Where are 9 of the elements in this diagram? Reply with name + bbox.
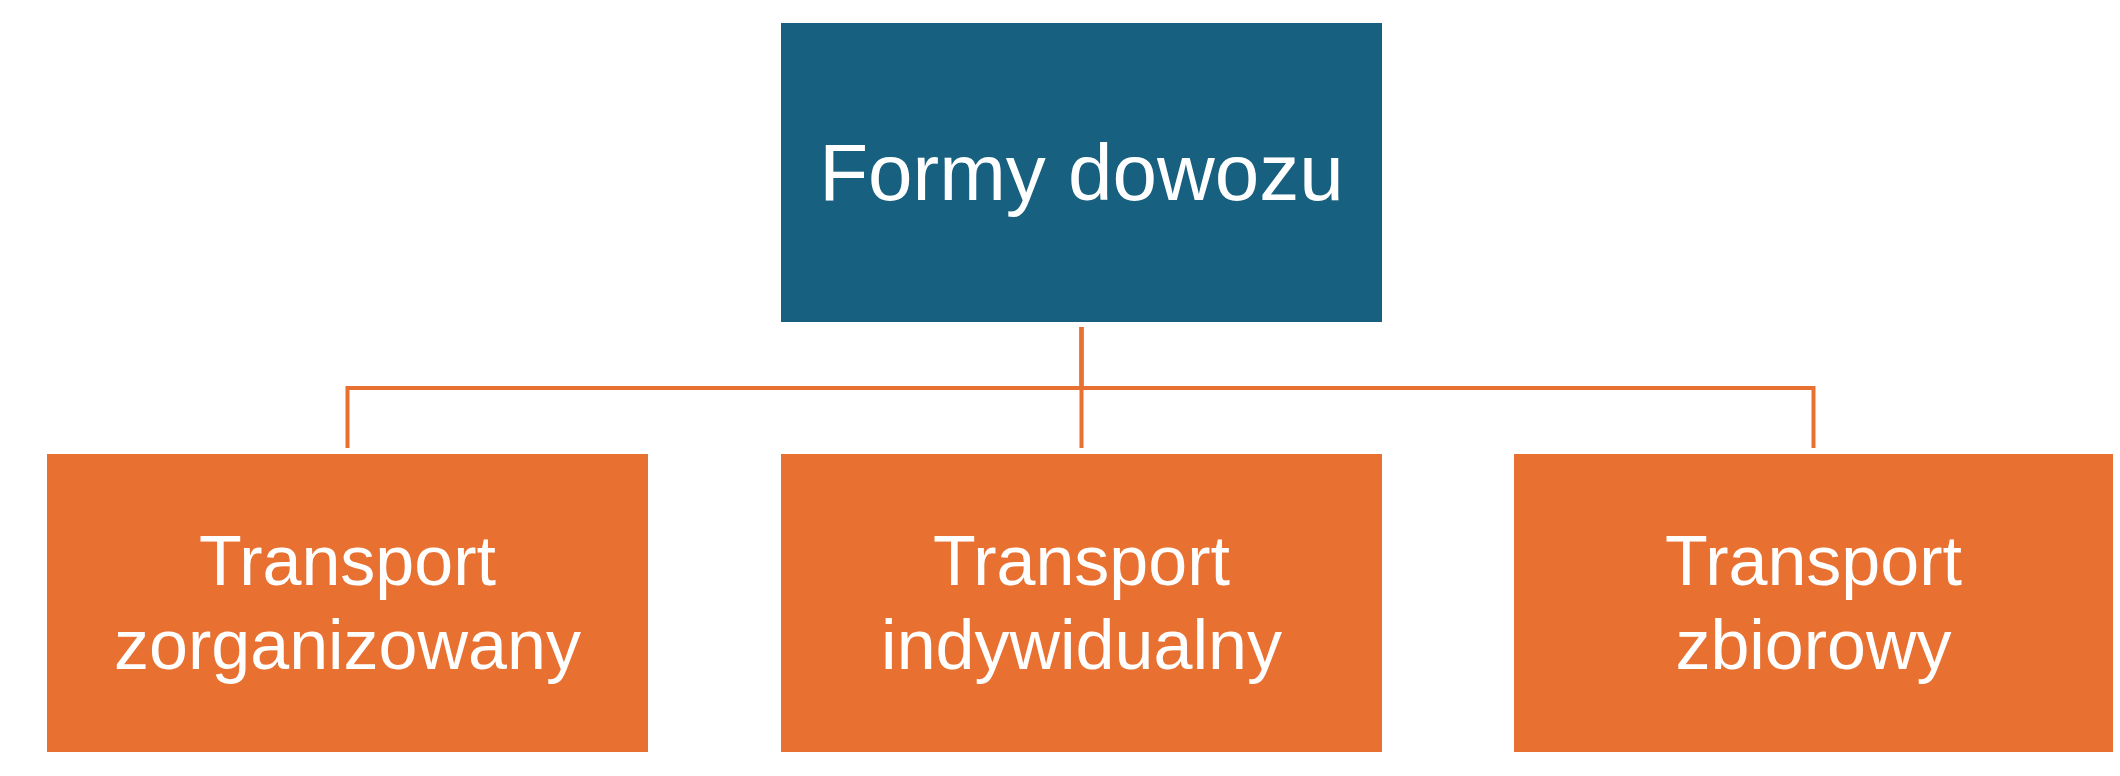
box-label: Transport zorganizowany	[113, 521, 582, 686]
category-box	[781, 454, 1382, 752]
category-box	[47, 454, 648, 752]
category-box	[1514, 454, 2113, 752]
box-label: Transport zbiorowy	[1664, 521, 1963, 686]
connector-line	[1079, 327, 1816, 448]
box-label: Transport indywidualny	[880, 521, 1283, 686]
root-box	[781, 23, 1382, 322]
box-label: Formy dowozu	[819, 126, 1344, 219]
